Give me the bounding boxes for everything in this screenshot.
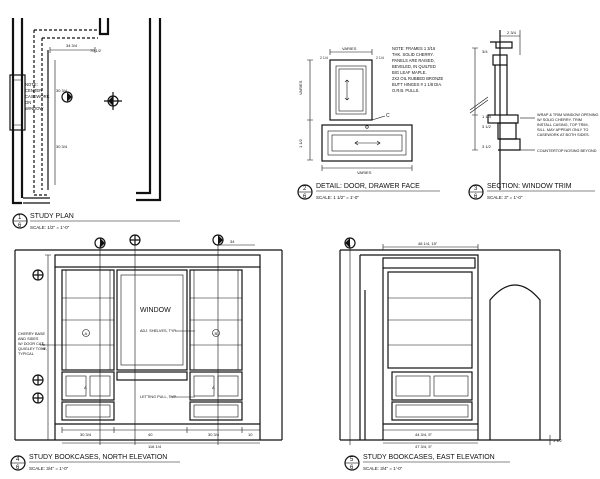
north-scale: SCALE: 3/4" = 1'-0" <box>29 466 69 471</box>
svg-text:A: A <box>84 385 87 390</box>
svg-text:30 3/4: 30 3/4 <box>80 432 92 437</box>
svg-text:3: 3 <box>474 186 478 192</box>
north-dim-overall: 116 1/4 <box>148 444 162 449</box>
section-dim-d: 3 1/2 <box>482 144 492 149</box>
svg-text:40: 40 <box>148 432 153 437</box>
section-note: WRAP & TRIM WINDOW OPENING W/ SOLID CHER… <box>537 113 600 137</box>
east-elevation: 48 1/4, 15" 44 3/4, 5" 47 3/4, 5" 1 1/2 … <box>339 237 563 471</box>
svg-text:4: 4 <box>16 457 20 463</box>
svg-text:6: 6 <box>474 194 478 200</box>
bubble-a: A <box>85 331 88 336</box>
east-dim-right: 1 1/2 <box>553 438 563 443</box>
plan-note: NOTE: CENTER CASEWORK ON WINDOW <box>25 82 51 111</box>
detail-dim-left-lower: 1 1/2 <box>298 138 303 148</box>
study-plan: 34 3/4 30 3/4 30 3/4 70 1/2 NOTE: CENTER… <box>9 18 180 230</box>
east-title: STUDY BOOKCASES, EAST ELEVATION <box>363 454 495 461</box>
north-callout-left: CHERRY BASE AND SIDES W/ DOOR CAT. QUIGL… <box>18 332 48 356</box>
svg-text:6: 6 <box>16 465 20 471</box>
svg-text:30 3/4: 30 3/4 <box>208 432 220 437</box>
section-title: SECTION: WINDOW TRIM <box>487 183 572 190</box>
svg-text:10: 10 <box>248 432 253 437</box>
plan-dim-side-bottom: 30 3/4 <box>56 144 68 149</box>
detail-tag: C <box>386 113 390 119</box>
section-note2: COUNTERTOP NOSING BEYOND <box>537 149 597 153</box>
svg-text:6: 6 <box>350 465 354 471</box>
plan-dim-side-top: 30 3/4 <box>56 88 68 93</box>
window-label: WINDOW <box>140 307 171 314</box>
detail-dim-top: VARIES <box>342 46 357 51</box>
section-scale: SCALE: 3" = 1'-0" <box>487 195 523 200</box>
east-dim-bottom: 44 3/4, 5" <box>415 432 433 437</box>
plan-scale: SCALE: 1/2" = 1'-0" <box>30 225 70 230</box>
detail-dim-bottom: VARIES <box>357 170 372 175</box>
bubble-b: B <box>215 331 218 336</box>
detail-dim-left-upper: VARIES <box>298 80 303 95</box>
plan-title: STUDY PLAN <box>30 213 74 220</box>
north-dim-left-height: 5' 6" <box>41 342 46 350</box>
north-elevation: WINDOW A B A A <box>10 234 283 471</box>
section-dim-a: 3/4 <box>482 49 488 54</box>
east-dim-top: 48 1/4, 15" <box>418 241 438 246</box>
svg-text:2 1/4: 2 1/4 <box>320 56 328 60</box>
plan-dim-bottom: 70 1/2 <box>90 48 102 53</box>
svg-text:6: 6 <box>18 223 22 229</box>
svg-text:A: A <box>212 385 215 390</box>
detail-scale: SCALE: 1 1/2" = 1'-0" <box>316 195 359 200</box>
east-scale: SCALE: 3/4" = 1'-0" <box>363 466 403 471</box>
north-title: STUDY BOOKCASES, NORTH ELEVATION <box>29 454 167 461</box>
section-dim-b: 1 1/4 <box>482 114 492 119</box>
svg-text:2: 2 <box>303 186 307 192</box>
detail-note: NOTE: FRAMES 1 3/16 THK. SOLID CHERRY. P… <box>392 46 444 93</box>
section-dim-c: 3 1/2 <box>482 124 492 129</box>
section-window-trim: 2 3/4 3/4 1 1/4 3 1/2 3 1/2 WRAP & TRIM … <box>468 30 600 200</box>
plan-dim-top: 34 3/4 <box>66 43 78 48</box>
svg-text:5: 5 <box>350 457 354 463</box>
svg-text:6: 6 <box>303 194 307 200</box>
section-dim-top: 2 3/4 <box>507 30 517 35</box>
north-pull-note: LETTING PULL, TYP. <box>140 395 177 399</box>
detail-door-drawer: VARIES VARIES VARIES 1 1/2 2 1/4 2 1/4 C… <box>297 46 444 200</box>
north-dim-top-right: 34 <box>230 239 235 244</box>
north-shelf-note: ADJ. SHELVES, TYP. <box>140 329 177 333</box>
east-dim-overall: 47 3/4, 5" <box>415 444 433 449</box>
svg-text:2 1/4: 2 1/4 <box>376 56 384 60</box>
svg-text:1: 1 <box>18 215 22 221</box>
detail-title: DETAIL: DOOR, DRAWER FACE <box>316 183 420 190</box>
